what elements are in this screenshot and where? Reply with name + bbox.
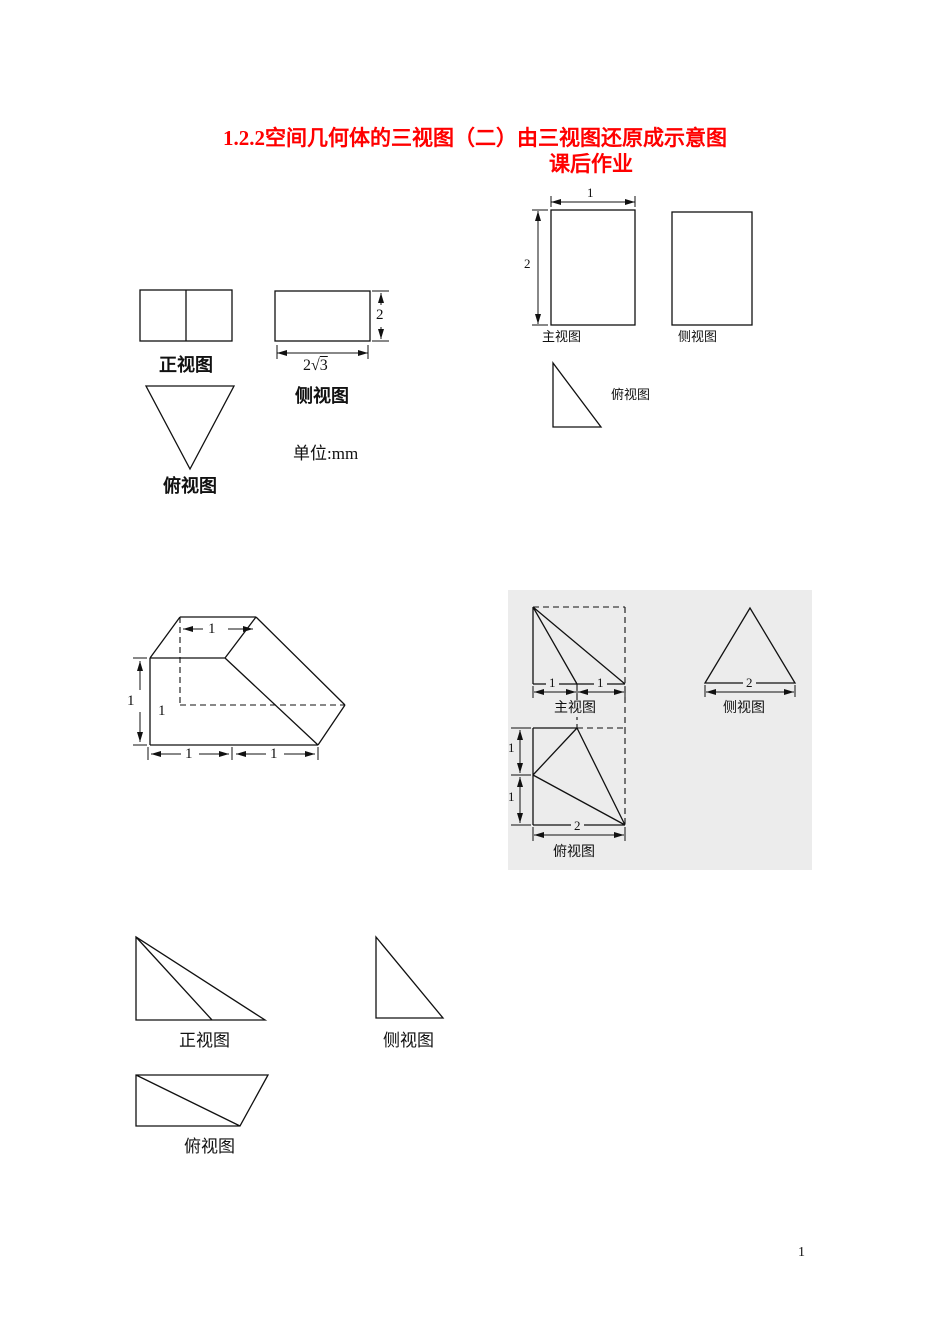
radical-sign: √ [311,357,320,374]
figure3-bottom-left-dim: 1 [185,746,193,762]
figure4-main-dim-right: 1 [594,675,607,691]
figure4-top-dim-width: 2 [571,818,584,834]
figure4-gray-panel [508,590,812,870]
figure2-main-view-label: 主视图 [542,329,582,344]
figure5-top-view-label: 俯视图 [184,1137,235,1156]
figure1-height-dim: 2 [376,307,384,323]
figure4-top-dim-lower: 1 [508,789,515,804]
figure1-top-view-label: 俯视图 [163,476,217,496]
figure2-drawing [532,196,753,428]
figure2-top-view-label: 俯视图 [611,387,651,402]
figure5-drawing [135,935,445,1127]
figure4-side-dim: 2 [743,675,756,691]
figure4-main-view-label: 主视图 [551,701,599,718]
figure4-top-dim-upper: 1 [508,740,515,755]
figure4-drawing [511,606,797,841]
figure4-side-view-label: 侧视图 [723,701,765,716]
figure2-side-view-label: 侧视图 [678,329,718,344]
figure4-top-view-label: 俯视图 [550,845,598,862]
figure2-width-dim: 1 [587,185,594,200]
figure3-top-dim: 1 [208,621,216,637]
figure1-drawing [139,289,389,471]
figure3-bottom-right-dim: 1 [270,746,278,762]
page-title: 1.2.2空间几何体的三视图（二）由三视图还原成示意图 [223,126,727,150]
radicand: 3 [319,357,328,374]
figure3-drawing [133,616,346,760]
figure1-unit-label: 单位:mm [293,444,359,463]
figure2-height-dim: 2 [524,256,531,271]
page-subtitle: 课后作业 [549,152,633,176]
page-number: 1 [798,1245,805,1260]
figure5-side-view-label: 侧视图 [383,1031,434,1050]
figure1-front-view-label: 正视图 [159,355,213,375]
figure1-side-view-label: 侧视图 [295,386,349,406]
figure3-left-dim: 1 [127,693,135,709]
figure1-width-dim: 2√3 [303,357,328,375]
radical-coefficient: 2 [303,357,311,374]
figure4-main-dim-left: 1 [546,675,559,691]
figure3-depth-dim: 1 [158,703,166,719]
figure5-front-view-label: 正视图 [179,1031,230,1050]
